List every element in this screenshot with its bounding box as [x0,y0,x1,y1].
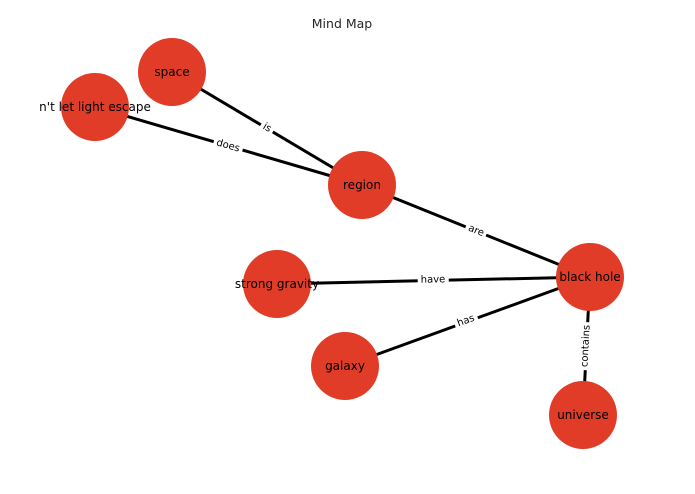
node-label-strong-gravity: strong gravity [234,277,320,291]
node-region [328,151,396,219]
chart-title: Mind Map [311,16,373,31]
edge-label-contains: contains [578,321,594,371]
node-universe [549,381,617,449]
node-label-region: region [343,178,381,192]
node-nt-let-light-escape [61,73,129,141]
edge-label-have: have [417,273,449,287]
node-black-hole [556,243,624,311]
node-label-nt-let-light-escape: n't let light escape [39,100,151,114]
node-strong-gravity [243,250,311,318]
node-label-universe: universe [557,408,609,422]
node-label-space: space [154,65,190,79]
node-space [138,38,206,106]
node-galaxy [311,332,379,400]
node-label-black-hole: black hole [559,270,621,284]
node-label-galaxy: galaxy [325,359,365,373]
